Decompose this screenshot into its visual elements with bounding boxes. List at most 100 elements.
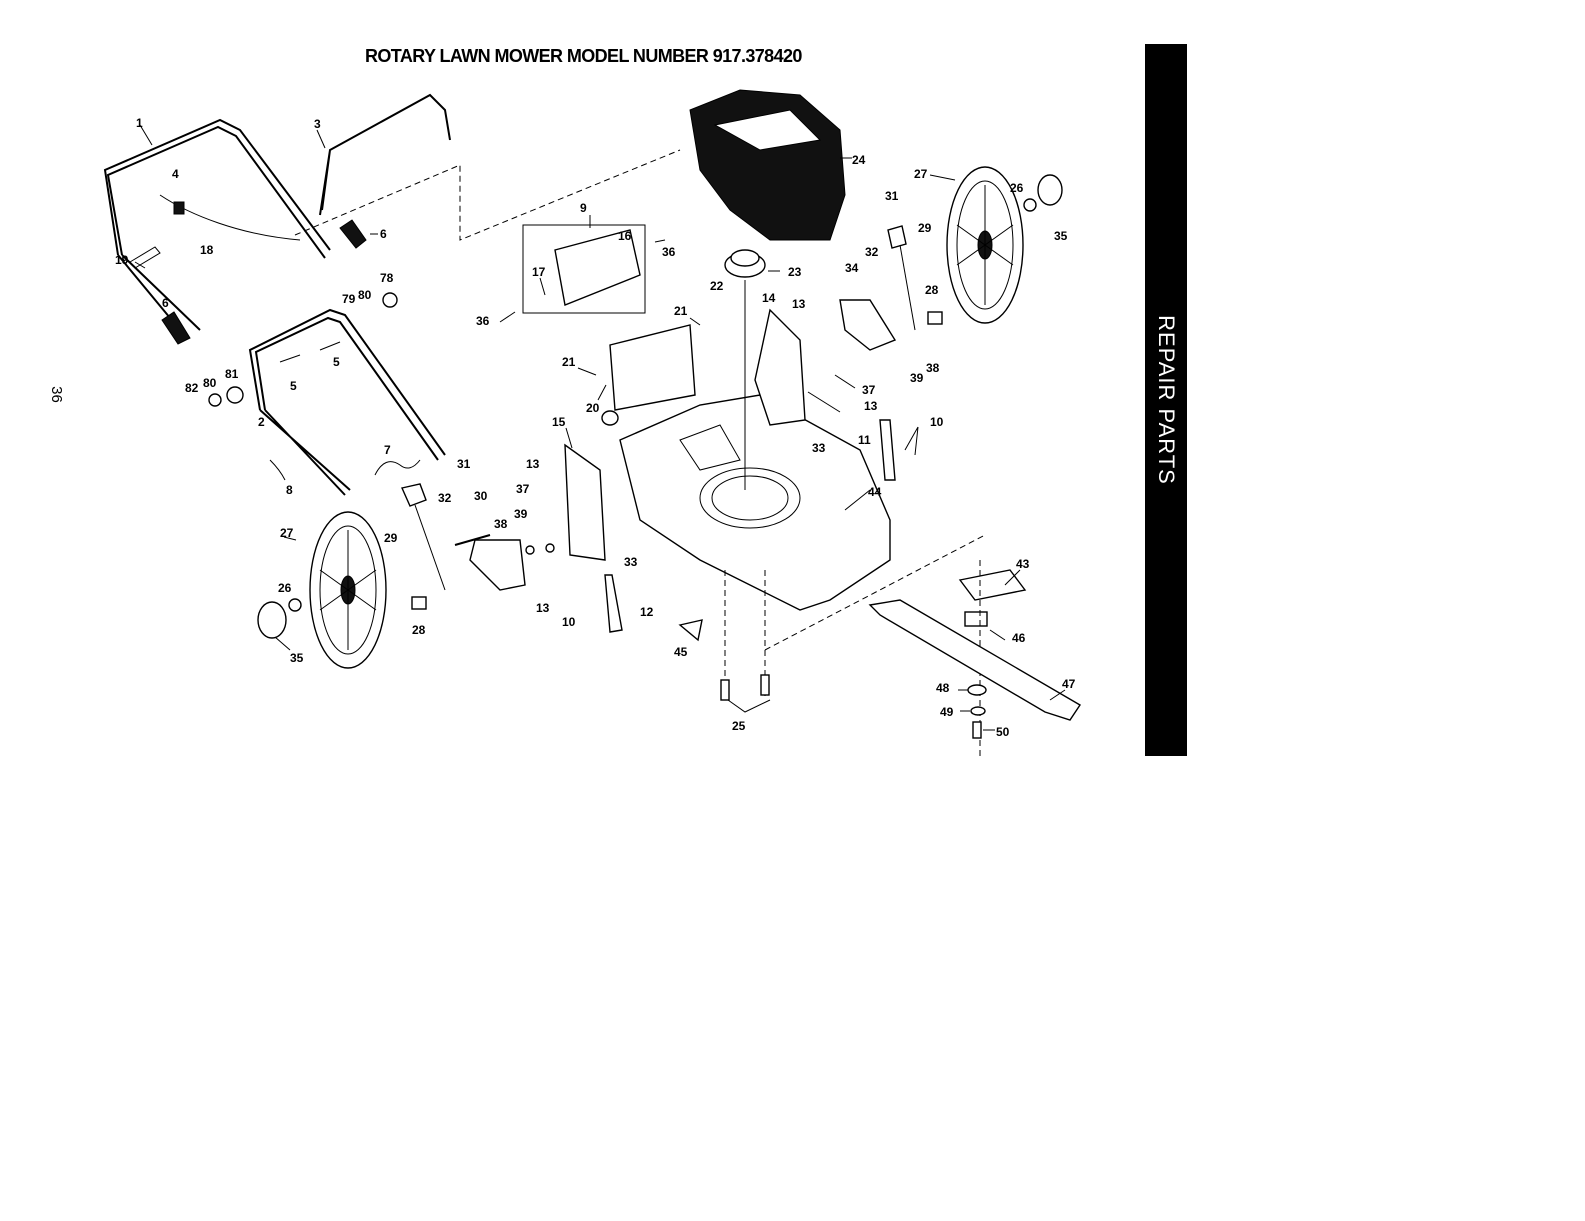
callout-14: 14 [762,291,776,305]
adjuster-plate-right [880,420,895,480]
callout-44: 44 [868,485,882,499]
callout-29: 29 [384,531,398,545]
callout-17: 17 [532,265,546,279]
callout-27: 27 [914,167,928,181]
callout-38: 38 [926,361,940,375]
callout-5: 5 [333,355,340,369]
callout-32: 32 [865,245,879,259]
rope-clip [270,460,285,480]
callout-13: 13 [526,457,540,471]
callout-4: 4 [172,167,179,181]
callout-43: 43 [1016,557,1030,571]
callout-34: 34 [845,261,859,275]
callout-1: 1 [136,116,143,130]
callout-28: 28 [412,623,426,637]
callout-48: 48 [936,681,950,695]
handle-hardware-lower [227,387,243,403]
height-lever-left [402,484,426,506]
rope-guide [130,247,160,268]
callout-10: 10 [562,615,576,629]
callout-24: 24 [852,153,866,167]
callout-79: 79 [342,292,356,306]
adjuster-plate-left [605,575,622,632]
handle-knob-right [340,220,366,248]
mower-deck [620,395,890,610]
hubcap-left [258,602,286,638]
hub-spacer-left [289,599,301,611]
callout-6: 6 [380,227,387,241]
repair-parts-tab-label: REPAIR PARTS [1153,315,1179,485]
callout-20: 20 [586,401,600,415]
lower-handle [250,310,445,460]
callout-27: 27 [280,526,294,540]
rear-flap [610,325,695,410]
callout-21: 21 [674,304,688,318]
callout-29: 29 [918,221,932,235]
callout-33: 33 [624,555,638,569]
callout-37: 37 [862,383,876,397]
engine [690,90,845,240]
callout-22: 22 [710,279,724,293]
pivot-bracket-left [470,540,525,590]
callout-15: 15 [552,415,566,429]
callout-18: 18 [200,243,214,257]
callout-82: 82 [185,381,199,395]
callout-39: 39 [910,371,924,385]
callout-25: 25 [732,719,746,733]
callout-26: 26 [1010,181,1024,195]
callout-33: 33 [812,441,826,455]
callout-7: 7 [384,443,391,457]
callout-45: 45 [674,645,688,659]
height-lever-right [888,226,906,248]
callout-80: 80 [203,376,217,390]
callout-13: 13 [864,399,878,413]
callout-13: 13 [536,601,550,615]
callout-6: 6 [162,296,169,310]
callout-38: 38 [494,517,508,531]
callout-19: 19 [115,253,129,267]
pivot-bracket-right [840,300,895,350]
axle-bolt-left [412,597,426,609]
callout-2: 2 [258,415,265,429]
callout-36: 36 [662,245,676,259]
chute-deflector [680,620,702,640]
axle-bolt-right [928,312,942,324]
hubcap-right [1038,175,1062,205]
callout-39: 39 [514,507,528,521]
callout-5: 5 [290,379,297,393]
callout-23: 23 [788,265,802,279]
callout-32: 32 [438,491,452,505]
callout-16: 16 [618,229,632,243]
callout-12: 12 [640,605,654,619]
callout-35: 35 [1054,229,1068,243]
callout-9: 9 [580,201,587,215]
exploded-parts-diagram: 1 3 4 6 18 19 6 78 79 80 5 5 82 80 81 2 … [0,0,1140,780]
switch-box [174,202,184,214]
callout-26: 26 [278,581,292,595]
callout-11: 11 [858,433,871,447]
callout-31: 31 [457,457,471,471]
callout-37: 37 [516,482,530,496]
handle-hardware-upper [383,293,397,307]
callout-47: 47 [1062,677,1076,691]
hub-spacer-right [1024,199,1036,211]
blade-adapter-key [965,612,987,626]
callout-13: 13 [792,297,806,311]
side-bracket-left [565,445,605,560]
callout-31: 31 [885,189,899,203]
cable-clip [375,460,420,475]
callout-10: 10 [930,415,944,429]
callout-46: 46 [1012,631,1026,645]
callout-49: 49 [940,705,954,719]
control-bail [320,95,450,215]
callout-81: 81 [225,367,239,381]
callout-8: 8 [286,483,293,497]
repair-parts-tab: REPAIR PARTS [1145,44,1187,756]
callout-78: 78 [380,271,394,285]
callout-30: 30 [474,489,488,503]
callout-28: 28 [925,283,939,297]
upper-handle [105,120,330,258]
callout-21: 21 [562,355,576,369]
callout-3: 3 [314,117,321,131]
callout-35: 35 [290,651,304,665]
